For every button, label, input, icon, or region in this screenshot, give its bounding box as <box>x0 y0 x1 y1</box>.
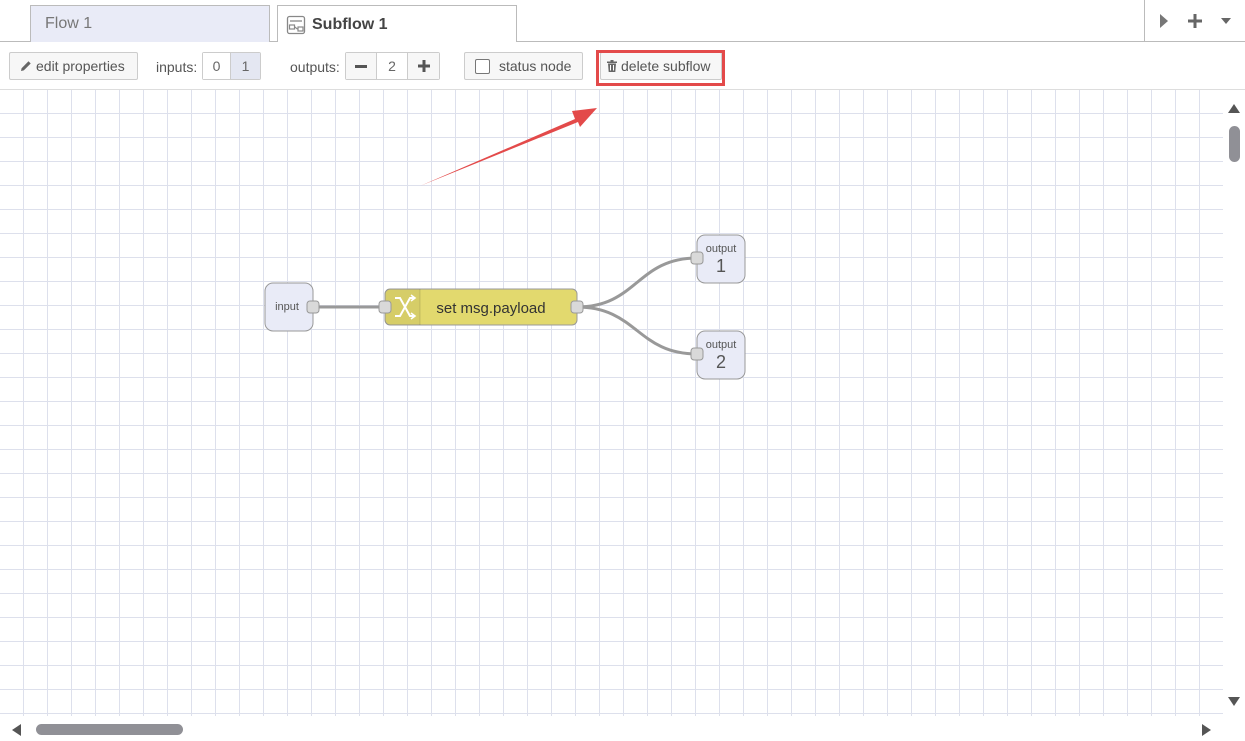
scroll-left-arrow-icon[interactable] <box>12 724 21 736</box>
annotation-arrow <box>420 108 597 186</box>
subflow-output-port-1[interactable]: output 1 <box>690 234 746 284</box>
status-node-checkbox[interactable] <box>475 58 490 74</box>
outputs-stepper: 2 <box>345 52 440 80</box>
scroll-right-arrow-icon[interactable] <box>1202 724 1211 736</box>
workspace-tab-bar: Flow 1 Subflow 1 <box>0 0 1245 43</box>
horizontal-scrollbar[interactable] <box>0 716 1245 741</box>
change-node-label: set msg.payload <box>436 300 545 317</box>
tab-label: Subflow 1 <box>312 15 388 33</box>
inputs-selector: 0 1 <box>202 52 261 80</box>
caret-down-icon <box>1220 18 1231 24</box>
input-port-label: input <box>275 301 299 313</box>
outputs-label: outputs: <box>290 59 340 75</box>
flow-canvas[interactable] <box>0 90 1223 716</box>
change-node[interactable]: set msg.payload <box>378 288 584 326</box>
delete-subflow-button[interactable]: delete subflow <box>600 52 722 80</box>
trash-icon <box>607 60 617 72</box>
edit-properties-button[interactable]: edit properties <box>9 52 138 80</box>
scroll-up-arrow-icon[interactable] <box>1228 104 1240 113</box>
inputs-label: inputs: <box>156 59 198 75</box>
outputs-increment-button[interactable] <box>408 53 439 79</box>
flow-diagram: input set msg.payload output 1 output 2 <box>264 108 746 380</box>
add-flow-button[interactable] <box>1183 9 1207 33</box>
output-port-label: output <box>706 243 737 255</box>
subflow-icon <box>286 15 306 34</box>
wires <box>313 256 698 356</box>
vertical-scroll-thumb[interactable] <box>1229 126 1240 162</box>
output-port-handle[interactable] <box>306 300 320 314</box>
shuffle-icon <box>395 294 417 320</box>
delete-subflow-label: delete subflow <box>621 58 711 74</box>
status-node-label: status node <box>499 58 572 74</box>
outputs-value[interactable]: 2 <box>377 53 408 79</box>
output-port-number: 2 <box>716 352 726 372</box>
input-port-handle[interactable] <box>378 300 392 314</box>
plus-icon <box>1187 14 1202 28</box>
tab-flow-1[interactable]: Flow 1 <box>30 5 270 42</box>
status-node-toggle[interactable]: status node <box>464 52 583 80</box>
subflow-toolbar: edit properties inputs: 0 1 outputs: 2 s… <box>0 42 1245 90</box>
pencil-icon <box>21 61 31 71</box>
vertical-scrollbar[interactable] <box>1223 90 1245 716</box>
edit-properties-label: edit properties <box>36 58 125 74</box>
tab-label: Flow 1 <box>45 15 93 32</box>
inputs-option-0[interactable]: 0 <box>203 53 231 79</box>
output-port-label: output <box>706 339 737 351</box>
horizontal-scroll-thumb[interactable] <box>36 724 183 735</box>
output-port-number: 1 <box>716 256 726 276</box>
wire-change-to-output-1[interactable] <box>576 256 698 309</box>
tab-menu-button[interactable] <box>1214 9 1238 33</box>
input-port-handle[interactable] <box>690 347 704 361</box>
tab-controls <box>1144 0 1245 42</box>
input-port-handle[interactable] <box>690 251 704 265</box>
plus-icon <box>417 60 430 72</box>
outputs-decrement-button[interactable] <box>346 53 377 79</box>
scroll-tabs-right-button[interactable] <box>1152 9 1176 33</box>
subflow-output-port-2[interactable]: output 2 <box>690 330 746 380</box>
output-port-handle[interactable] <box>570 300 584 314</box>
wire-change-to-output-2[interactable] <box>576 305 698 356</box>
minus-icon <box>355 64 367 68</box>
inputs-option-1[interactable]: 1 <box>231 53 260 79</box>
caret-right-icon <box>1160 14 1169 28</box>
subflow-input-port[interactable]: input <box>264 282 320 332</box>
scroll-down-arrow-icon[interactable] <box>1228 697 1240 706</box>
tab-subflow-1[interactable]: Subflow 1 <box>277 5 517 43</box>
